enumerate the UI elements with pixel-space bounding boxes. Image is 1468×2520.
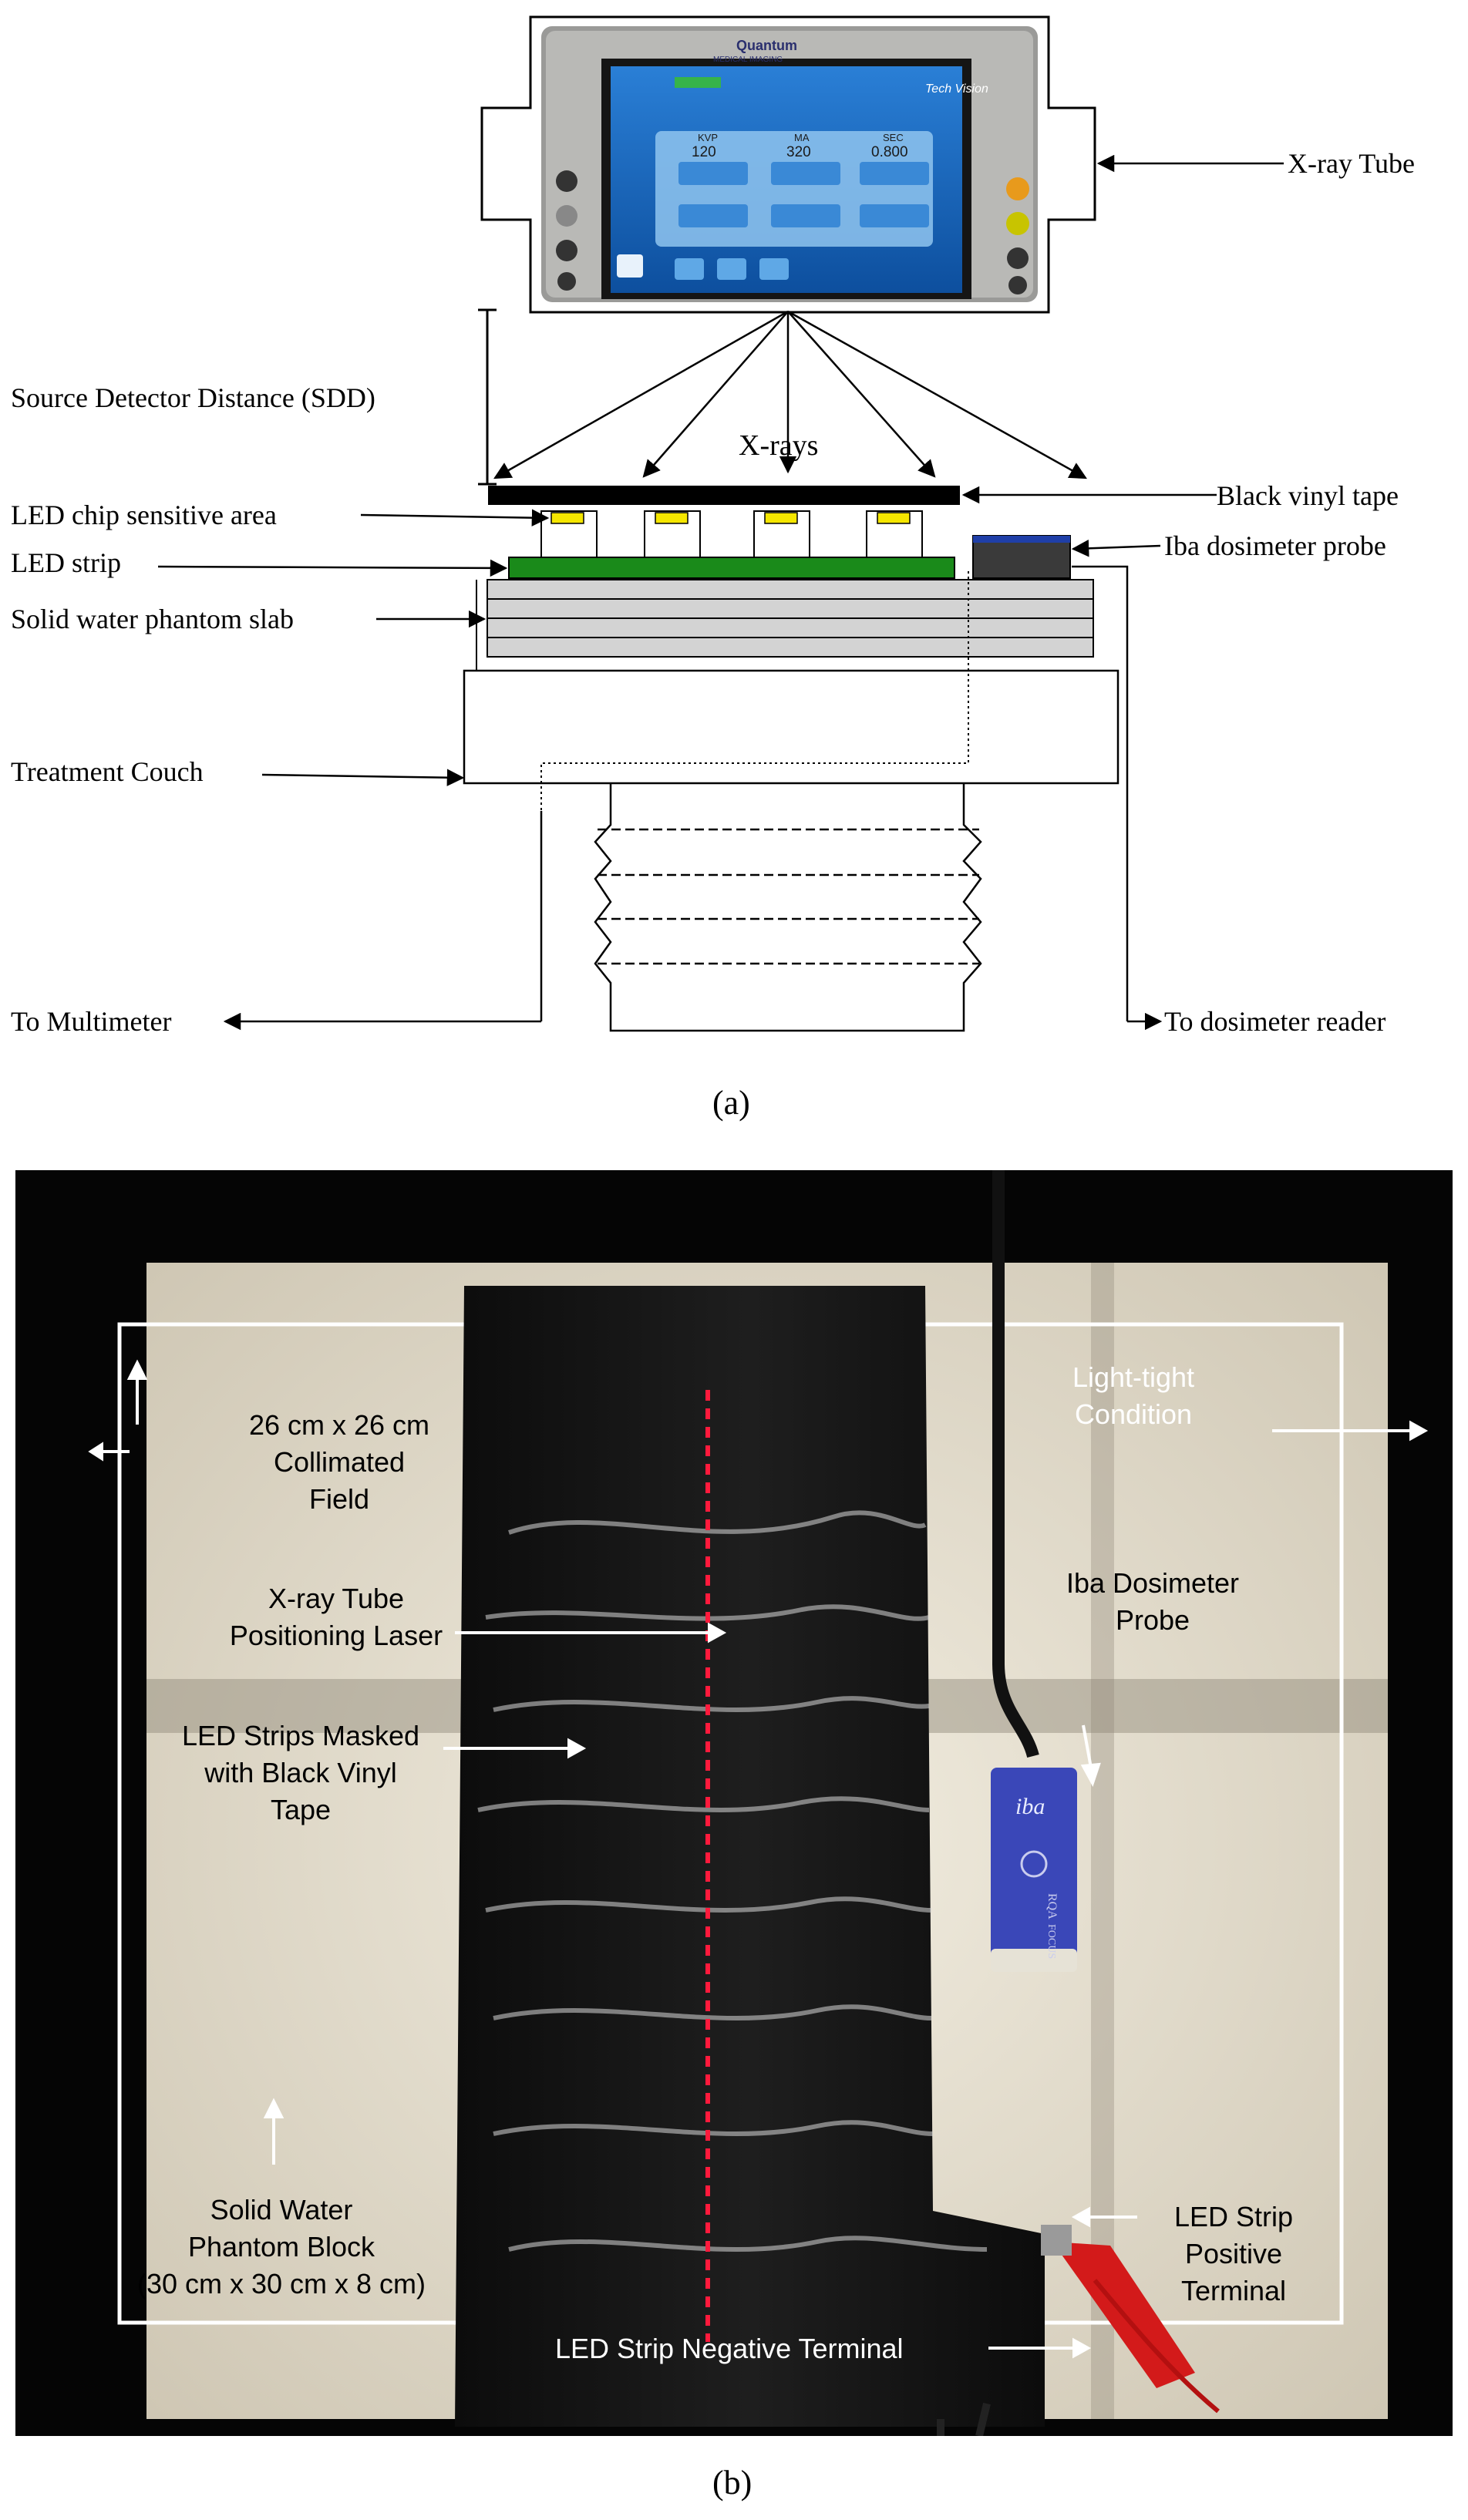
alligator-clip xyxy=(1041,2225,1220,2414)
label-positioning-laser: X-ray Tube Positioning Laser xyxy=(213,1580,460,1654)
led-strip xyxy=(508,557,955,579)
xray-tube: Quantum MEDICAL IMAGING Tech Vision KVP … xyxy=(480,15,1096,314)
label-led-strips-masked: LED Strips Masked with Black Vinyl Tape xyxy=(166,1718,436,1829)
collimated-field-line-3: Field xyxy=(308,1483,370,1515)
probe-cable xyxy=(992,1170,1039,1758)
xray-beams xyxy=(493,310,1087,479)
label-to-multimeter: To Multimeter xyxy=(11,1006,171,1037)
ma-label: MA xyxy=(794,132,810,143)
led-positive-line-1: LED Strip xyxy=(1173,2201,1294,2232)
label-xray-tube: X-ray Tube xyxy=(1288,148,1415,179)
led-strips-masked-line-1: LED Strips Masked xyxy=(181,1720,420,1751)
xray-console-photo: Quantum MEDICAL IMAGING Tech Vision KVP … xyxy=(541,26,1038,302)
experimental-setup-photo: iba RQA FOCUS xyxy=(15,1170,1453,2436)
iba-probe-line-1: Iba Dosimeter xyxy=(1066,1567,1240,1599)
label-iba-probe-photo: Iba Dosimeter Probe xyxy=(1037,1565,1268,1639)
iba-dosimeter-probe-photo: iba RQA FOCUS xyxy=(991,1768,1077,1972)
label-light-tight: Light-tight Condition xyxy=(1025,1359,1241,1433)
sec-value: 0.800 xyxy=(871,144,908,160)
label-collimated-field: 26 cm x 26 cm Collimated Field xyxy=(224,1407,455,1518)
label-led-negative: LED Strip Negative Terminal xyxy=(555,2333,904,2364)
collimated-field-line-2: Collimated xyxy=(273,1446,406,1478)
vinyl-highlights xyxy=(477,1510,988,2252)
caption-b: (b) xyxy=(712,2464,753,2501)
led-chips xyxy=(540,510,923,558)
label-led-chip-area: LED chip sensitive area xyxy=(11,500,277,530)
label-solid-water-block: Solid Water Phantom Block (30 cm x 30 cm… xyxy=(108,2192,455,2303)
label-to-dosimeter-reader: To dosimeter reader xyxy=(1164,1006,1386,1037)
yellow-button-icon xyxy=(1006,212,1029,235)
sdd-bracket xyxy=(478,308,497,486)
orange-button-icon xyxy=(1006,177,1029,200)
schematic-diagram: Quantum MEDICAL IMAGING Tech Vision KVP … xyxy=(11,15,1415,1037)
solid-water-block-line-1: Solid Water xyxy=(210,2194,353,2226)
label-iba-probe: Iba dosimeter probe xyxy=(1164,530,1386,561)
sec-label: SEC xyxy=(883,132,904,143)
console-brand-sub: MEDICAL IMAGING xyxy=(713,56,783,64)
iba-probe-line-2: Probe xyxy=(1115,1604,1190,1636)
collimated-field-line-1: 26 cm x 26 cm xyxy=(248,1409,430,1441)
led-positive-line-3: Terminal xyxy=(1180,2275,1287,2306)
light-tight-line-1: Light-tight xyxy=(1072,1361,1195,1393)
kvp-label: KVP xyxy=(698,132,718,143)
led-strips-black-vinyl-tape xyxy=(455,1286,1045,2427)
label-solid-water: Solid water phantom slab xyxy=(11,604,294,634)
caption-a: (a) xyxy=(712,1084,750,1122)
label-xrays: X-rays xyxy=(739,429,818,462)
black-vinyl-tape xyxy=(488,486,960,505)
positioning-laser-line-2: Positioning Laser xyxy=(229,1620,443,1651)
console-brand: Quantum xyxy=(736,38,797,53)
probe-model: RQA xyxy=(1045,1893,1059,1919)
led-positive-line-2: Positive xyxy=(1184,2238,1283,2269)
couch-column xyxy=(594,783,982,1032)
tech-vision-logo: Tech Vision xyxy=(925,82,988,96)
solid-water-slabs xyxy=(476,579,1094,671)
label-sdd: Source Detector Distance (SDD) xyxy=(11,382,375,413)
positioning-laser-line-1: X-ray Tube xyxy=(268,1583,405,1614)
solid-water-block-line-2: Phantom Block xyxy=(187,2231,375,2263)
label-black-vinyl-tape: Black vinyl tape xyxy=(1217,480,1399,511)
label-led-strip: LED strip xyxy=(11,547,121,578)
probe-focus: FOCUS xyxy=(1045,1924,1057,1959)
solid-water-block-line-3: (30 cm x 30 cm x 8 cm) xyxy=(136,2268,426,2300)
treatment-couch xyxy=(463,669,1120,785)
label-led-positive: LED Strip Positive Terminal xyxy=(1149,2199,1318,2310)
kvp-value: 120 xyxy=(692,144,716,160)
ma-value: 320 xyxy=(786,144,811,160)
light-tight-line-2: Condition xyxy=(1074,1398,1193,1430)
led-strips-masked-line-2: with Black Vinyl xyxy=(204,1757,397,1788)
label-treatment-couch: Treatment Couch xyxy=(11,756,204,787)
iba-dosimeter-probe xyxy=(972,535,1071,579)
probe-brand: iba xyxy=(1015,1794,1045,1819)
led-strips-masked-line-3: Tape xyxy=(270,1794,332,1825)
cable-paths xyxy=(540,571,969,811)
